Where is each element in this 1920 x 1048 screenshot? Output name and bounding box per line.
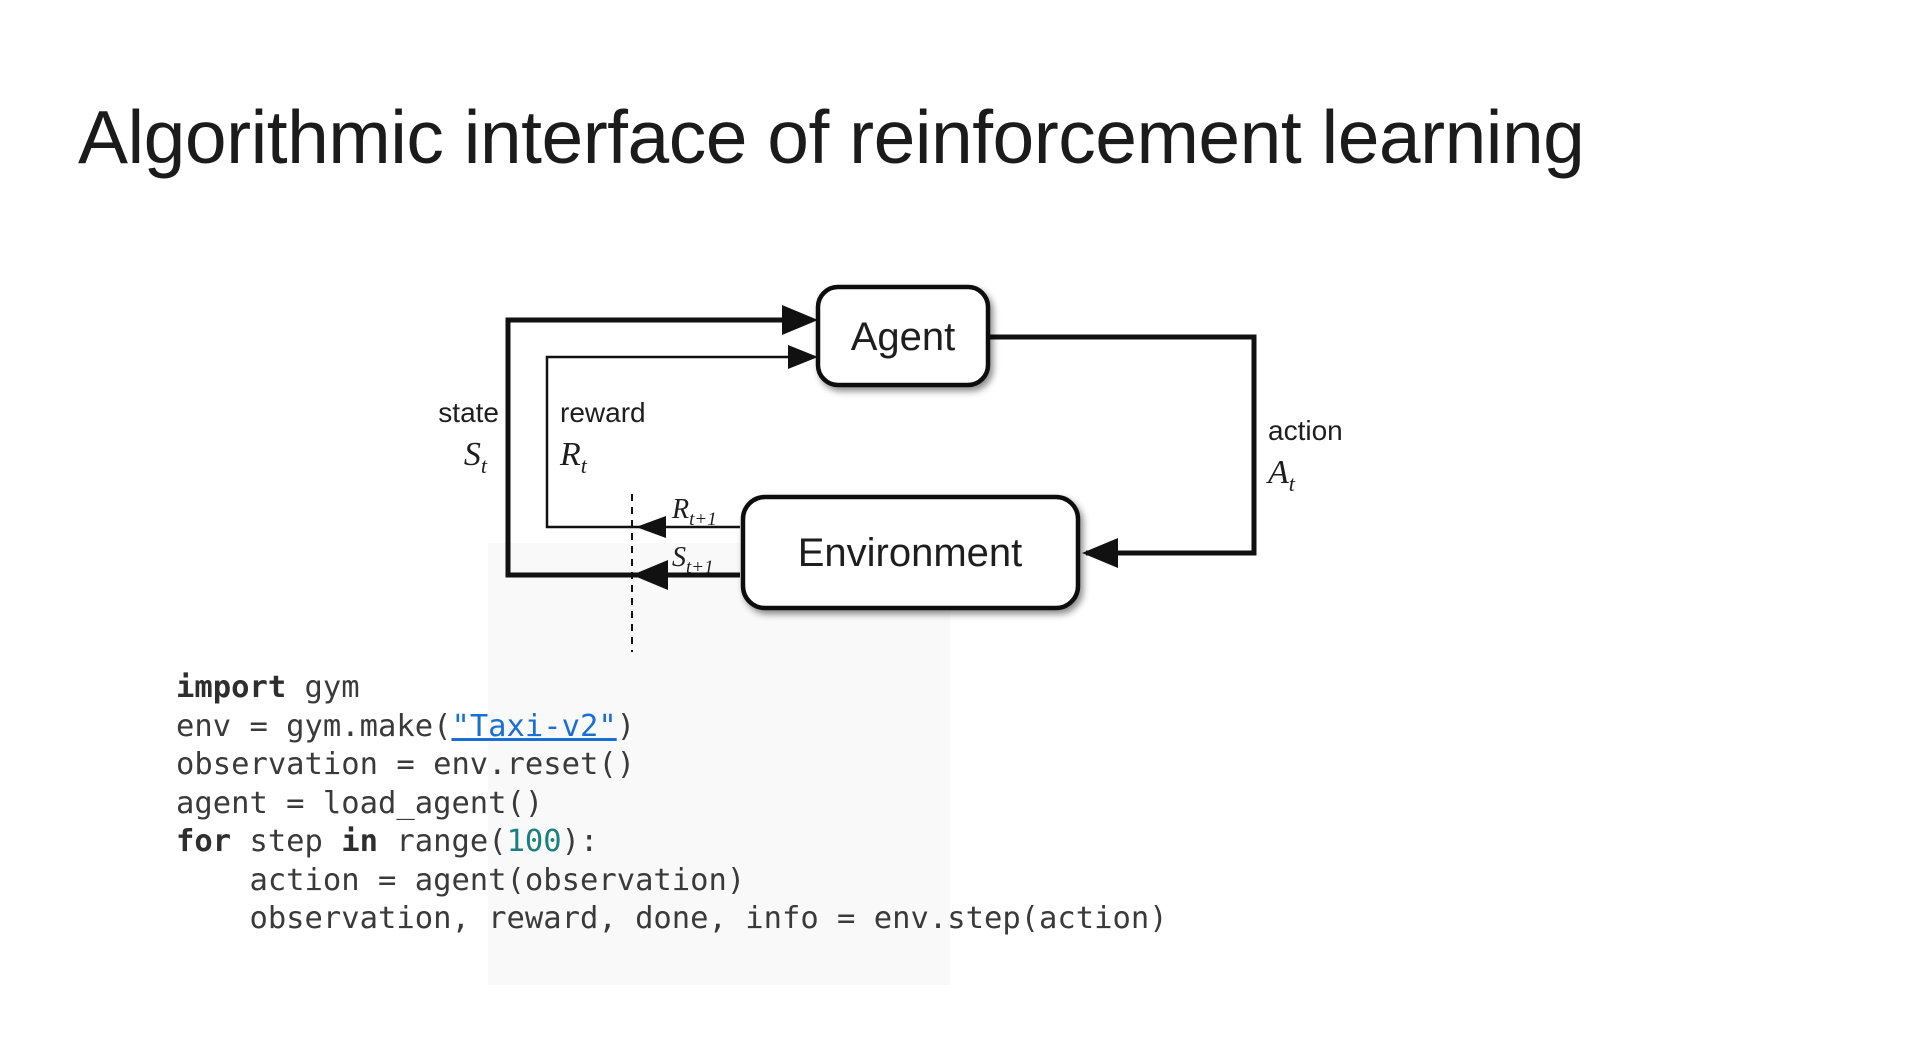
state-word-label: state bbox=[438, 397, 499, 428]
agent-node bbox=[815, 284, 991, 388]
code-segment: range( bbox=[378, 824, 507, 859]
rl-loop-svg: Agent Environment state St reward Rt Rt+… bbox=[438, 284, 1343, 652]
code-line: env = gym.make("Taxi-v2") bbox=[176, 708, 1168, 747]
rl-loop-diagram: Agent Environment state St reward Rt Rt+… bbox=[395, 215, 1370, 665]
environment-node bbox=[740, 494, 1081, 611]
next-state-symbol: St+1 bbox=[672, 542, 714, 578]
code-segment: ): bbox=[561, 824, 599, 859]
code-segment: env = gym.make( bbox=[176, 708, 452, 744]
action-symbol: At bbox=[1266, 454, 1296, 496]
reward-word-label: reward bbox=[560, 397, 646, 428]
code-segment: 100 bbox=[506, 824, 562, 859]
code-line: observation = env.reset() bbox=[176, 746, 1168, 785]
taxi-v2-link[interactable]: "Taxi-v2" bbox=[451, 708, 617, 744]
code-segment: in bbox=[341, 824, 379, 859]
code-segment: action = agent(observation) bbox=[176, 862, 746, 898]
code-line: for step in range(100): bbox=[176, 823, 1168, 862]
code-line: observation, reward, done, info = env.st… bbox=[176, 900, 1168, 939]
action-loop-line bbox=[988, 334, 1257, 556]
code-segment: agent = load_agent() bbox=[176, 785, 544, 821]
code-segment: observation, reward, done, info = env.st… bbox=[176, 901, 1168, 936]
code-segment: step bbox=[231, 824, 342, 859]
next-reward-symbol: Rt+1 bbox=[671, 494, 717, 530]
code-segment: ) bbox=[616, 708, 636, 744]
action-arrowhead bbox=[1082, 538, 1118, 568]
slide-title: Algorithmic interface of reinforcement l… bbox=[78, 95, 1585, 180]
next-reward-arrowhead bbox=[636, 516, 666, 538]
action-word-label: action bbox=[1268, 415, 1343, 446]
environment-label: Environment bbox=[798, 531, 1023, 575]
state-arrowhead bbox=[782, 305, 818, 335]
code-segment: observation = env.reset() bbox=[176, 747, 636, 782]
code-line: import gym bbox=[176, 669, 1168, 708]
state-loop-line bbox=[505, 317, 812, 578]
reward-symbol: Rt bbox=[559, 436, 588, 478]
next-state-arrowhead bbox=[632, 560, 668, 590]
code-line: agent = load_agent() bbox=[176, 785, 1168, 824]
code-segment: import bbox=[176, 670, 287, 705]
code-line: action = agent(observation) bbox=[176, 862, 1168, 901]
agent-label: Agent bbox=[851, 315, 956, 359]
reward-arrowhead bbox=[788, 345, 818, 369]
code-segment: for bbox=[176, 824, 232, 859]
state-symbol: St bbox=[464, 436, 488, 478]
code-segment: gym bbox=[286, 670, 360, 705]
